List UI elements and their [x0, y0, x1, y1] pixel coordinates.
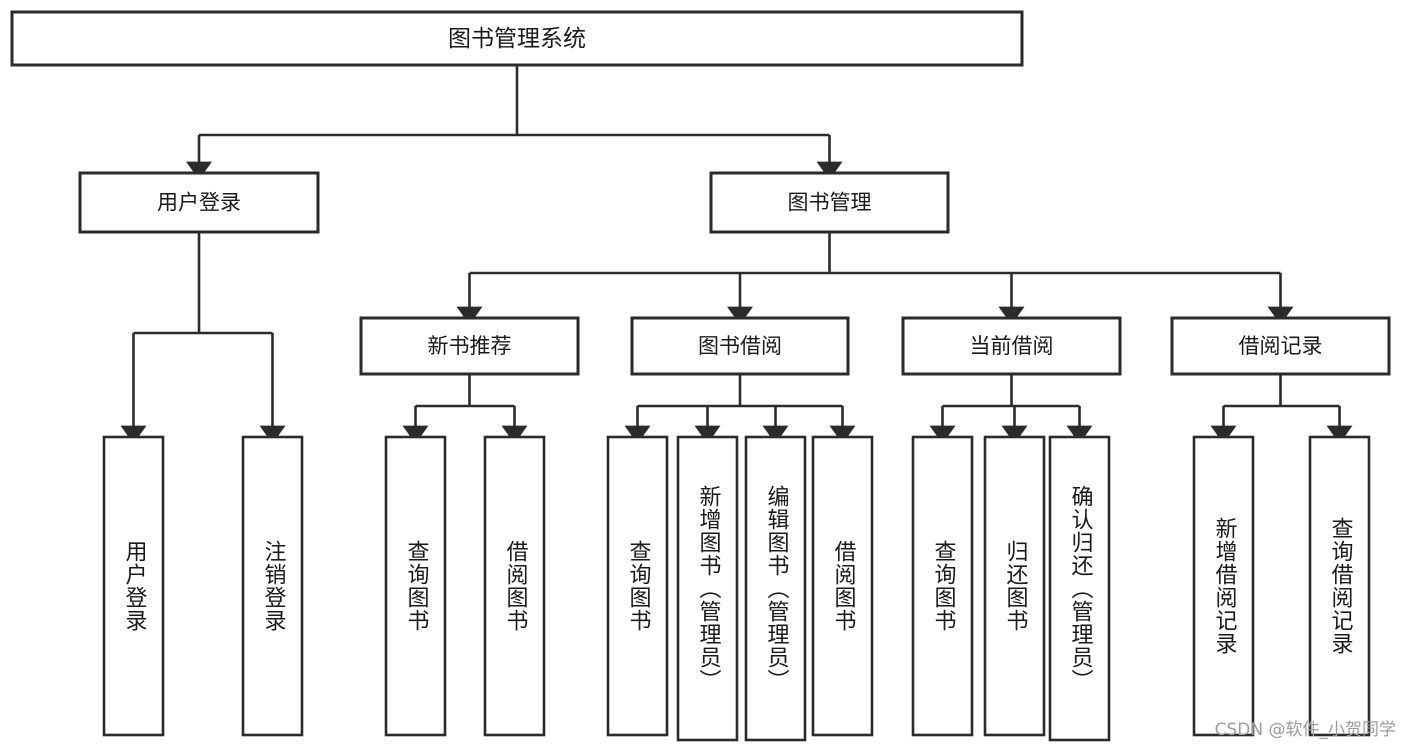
node-leaf-add-book[interactable]: 新增图书（管理员）	[676, 435, 739, 742]
node-label-user-login: 用户登录	[157, 191, 241, 215]
node-user-login[interactable]: 用户登录	[78, 171, 320, 234]
node-book-borrow[interactable]: 图书借阅	[630, 316, 850, 376]
node-leaf-query-book-2[interactable]: 查询图书	[606, 435, 669, 737]
node-box-leaf-return-book	[983, 435, 1046, 737]
node-box-leaf-query-book-3	[911, 435, 974, 737]
node-label-leaf-add-record: 新增借阅记录	[1212, 517, 1238, 655]
node-box-leaf-edit-book	[744, 435, 807, 742]
node-label-leaf-query-book-3: 查询图书	[931, 540, 957, 632]
node-box-leaf-user-logout	[241, 435, 304, 737]
node-box-current-borrow	[901, 316, 1122, 376]
node-label-leaf-user-login: 用户登录	[122, 540, 148, 632]
node-label-leaf-query-book-2: 查询图书	[626, 540, 652, 632]
node-label-borrow-record: 借阅记录	[1239, 334, 1323, 358]
node-box-leaf-add-record	[1192, 435, 1255, 737]
node-box-leaf-borrow-book-2	[811, 435, 874, 737]
node-leaf-query-record[interactable]: 查询借阅记录	[1308, 435, 1371, 737]
node-current-borrow[interactable]: 当前借阅	[901, 316, 1122, 376]
node-borrow-record[interactable]: 借阅记录	[1170, 316, 1391, 376]
node-leaf-user-login[interactable]: 用户登录	[102, 435, 165, 737]
node-label-leaf-edit-book: 编辑图书（管理员）	[764, 485, 790, 692]
edges-layer	[120, 65, 1353, 444]
node-box-book-manage	[709, 171, 950, 234]
node-leaf-query-book-3[interactable]: 查询图书	[911, 435, 974, 737]
node-label-root: 图书管理系统	[448, 26, 586, 52]
node-book-manage[interactable]: 图书管理	[709, 171, 950, 234]
node-leaf-borrow-book-1[interactable]: 借阅图书	[483, 435, 546, 737]
csdn-watermark: CSDN @软件_小贺同学	[1215, 720, 1396, 740]
node-box-leaf-query-book-2	[606, 435, 669, 737]
node-label-leaf-confirm-return: 确认归还（管理员）	[1068, 485, 1094, 692]
node-label-leaf-borrow-book-2: 借阅图书	[831, 540, 857, 632]
node-label-leaf-user-logout: 注销登录	[261, 540, 287, 632]
node-label-book-manage: 图书管理	[788, 191, 872, 215]
node-leaf-confirm-return[interactable]: 确认归还（管理员）	[1048, 435, 1111, 742]
node-box-leaf-confirm-return	[1048, 435, 1111, 742]
node-box-new-book-recommend	[359, 316, 580, 376]
node-label-book-borrow: 图书借阅	[698, 334, 782, 358]
node-leaf-user-logout[interactable]: 注销登录	[241, 435, 304, 737]
node-box-leaf-query-record	[1308, 435, 1371, 737]
nodes-layer: 图书管理系统用户登录图书管理新书推荐图书借阅当前借阅借阅记录用户登录注销登录查询…	[10, 10, 1391, 742]
node-new-book-recommend[interactable]: 新书推荐	[359, 316, 580, 376]
node-label-current-borrow: 当前借阅	[970, 334, 1054, 358]
node-leaf-query-book-1[interactable]: 查询图书	[384, 435, 447, 737]
node-label-leaf-borrow-book-1: 借阅图书	[503, 540, 529, 632]
node-label-leaf-return-book: 归还图书	[1003, 540, 1029, 632]
node-box-root	[10, 10, 1024, 67]
node-label-leaf-query-book-1: 查询图书	[404, 540, 430, 632]
node-label-new-book-recommend: 新书推荐	[428, 334, 512, 358]
node-root[interactable]: 图书管理系统	[10, 10, 1024, 67]
node-box-user-login	[78, 171, 320, 234]
node-leaf-add-record[interactable]: 新增借阅记录	[1192, 435, 1255, 737]
node-label-leaf-query-record: 查询借阅记录	[1328, 517, 1354, 655]
node-leaf-edit-book[interactable]: 编辑图书（管理员）	[744, 435, 807, 742]
node-label-leaf-add-book: 新增图书（管理员）	[696, 485, 722, 692]
node-leaf-return-book[interactable]: 归还图书	[983, 435, 1046, 737]
node-box-leaf-borrow-book-1	[483, 435, 546, 737]
node-box-book-borrow	[630, 316, 850, 376]
node-leaf-borrow-book-2[interactable]: 借阅图书	[811, 435, 874, 737]
node-box-borrow-record	[1170, 316, 1391, 376]
node-box-leaf-add-book	[676, 435, 739, 742]
node-box-leaf-user-login	[102, 435, 165, 737]
node-box-leaf-query-book-1	[384, 435, 447, 737]
